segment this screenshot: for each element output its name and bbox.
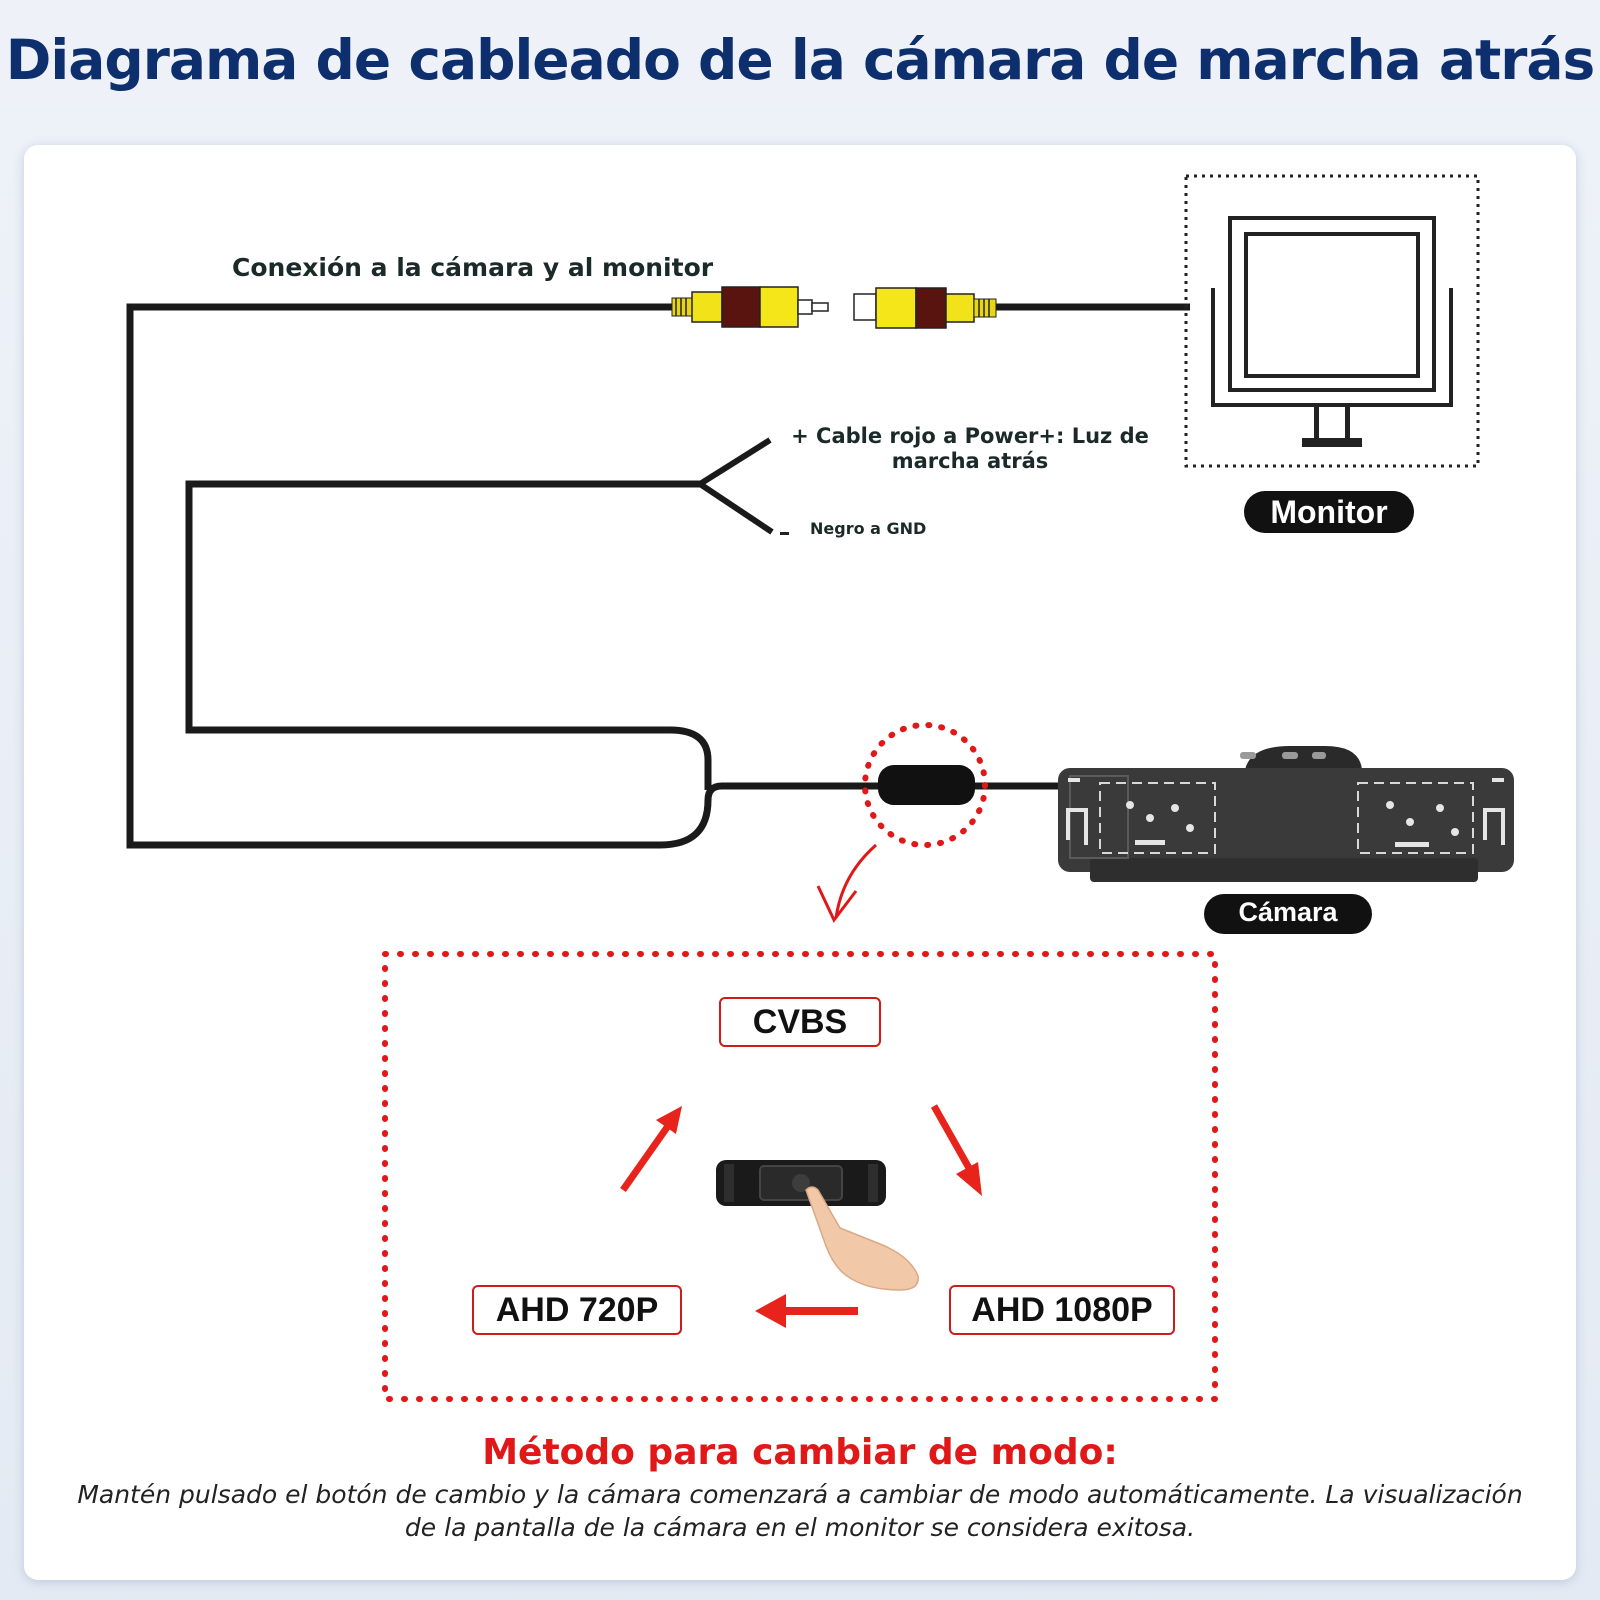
black-wire-label: Negro a GND (810, 519, 927, 538)
mode-switch-area (382, 951, 1218, 1402)
power-cable (185, 480, 712, 790)
pointer-arrow (834, 843, 877, 919)
mode-ahd-1080p: AHD 1080P (949, 1285, 1175, 1335)
mode-cvbs: CVBS (719, 997, 881, 1047)
arrow-left (755, 1294, 858, 1328)
arrow-down-right (930, 1104, 982, 1196)
rca-female-plug-icon (853, 287, 997, 329)
black-wire (698, 481, 774, 535)
rca-male-plug-icon (671, 286, 829, 328)
switch-highlight (862, 722, 988, 848)
monitor-frame (1184, 174, 1480, 468)
method-description: Mantén pulsado el botón de cambio y la c… (77, 1480, 1523, 1542)
video-cable (126, 303, 1065, 849)
page-title: Diagrama de cableado de la cámara de mar… (5, 28, 1596, 92)
camera-badge: Cámara (1204, 894, 1372, 934)
mode-switch-box-icon (716, 1160, 886, 1206)
red-wire (698, 437, 772, 487)
method-title: Método para cambiar de modo: (482, 1432, 1118, 1473)
finger-press-icon (805, 1186, 919, 1291)
inline-switch-box (878, 765, 975, 805)
connection-label: Conexión a la cámara y al monitor (232, 253, 714, 282)
red-wire-label: + Cable rojo a Power+: Luz de marcha atr… (791, 424, 1149, 473)
monitor-icon (1211, 216, 1453, 447)
license-plate-camera-icon (1058, 746, 1514, 882)
mode-ahd-720p: AHD 720P (472, 1285, 682, 1335)
monitor-badge: Monitor (1244, 491, 1414, 533)
arrow-up-right (620, 1106, 682, 1193)
